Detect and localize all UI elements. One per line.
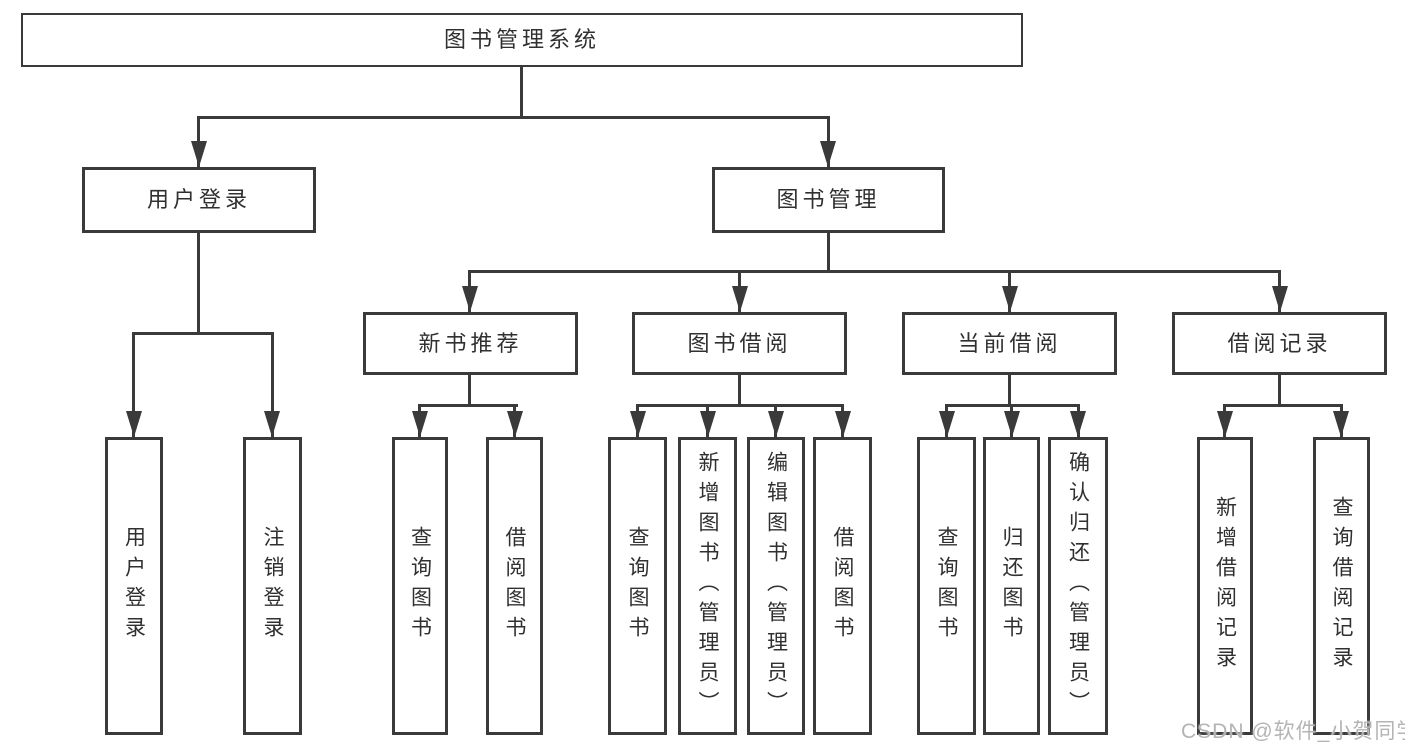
node-label: 借阅图书: [831, 526, 854, 646]
arrow-down-icon: [462, 286, 478, 312]
connector-line: [197, 232, 200, 335]
arrow-down-icon: [264, 411, 280, 437]
connector-line: [1008, 375, 1011, 407]
node-label: 新书推荐: [418, 330, 523, 356]
node-label: 借阅记录: [1227, 330, 1332, 356]
node-label: 用户登录: [146, 187, 251, 212]
node-query-books-recommend: 查询图书: [392, 437, 448, 735]
node-book-management: 图书管理: [712, 167, 945, 233]
connector-line: [468, 270, 1281, 273]
node-label: 查询借阅记录: [1330, 496, 1353, 676]
node-label: 图书管理系统: [443, 27, 600, 52]
node-label: 新增借阅记录: [1213, 496, 1237, 676]
node-label: 当前借阅: [957, 330, 1062, 356]
connector-line: [1278, 375, 1281, 407]
node-new-book-recommend: 新书推荐: [363, 312, 578, 375]
node-logout: 注销登录: [243, 437, 302, 735]
node-query-books-borrowing: 查询图书: [608, 437, 667, 735]
node-label: 图书管理: [776, 187, 881, 212]
node-query-borrow-record: 查询借阅记录: [1313, 437, 1370, 735]
node-label: 编辑图书（管理员）: [764, 451, 788, 721]
arrow-down-icon: [1004, 411, 1020, 437]
arrow-down-icon: [700, 411, 716, 437]
node-label: 用户登录: [122, 526, 146, 646]
arrow-down-icon: [820, 141, 836, 167]
arrow-down-icon: [732, 286, 748, 312]
arrow-down-icon: [835, 411, 851, 437]
node-add-books-admin: 新增图书（管理员）: [678, 437, 737, 735]
connector-line: [132, 332, 274, 335]
connector-line: [1223, 404, 1343, 407]
node-borrowing-records: 借阅记录: [1172, 312, 1387, 375]
node-label: 归还图书: [1000, 526, 1023, 646]
node-book-borrowing: 图书借阅: [632, 312, 847, 375]
node-confirm-return-admin: 确认归还（管理员）: [1048, 437, 1108, 735]
connector-line: [418, 404, 518, 407]
node-user-login-action: 用户登录: [105, 437, 163, 735]
node-label: 查询图书: [408, 526, 432, 646]
node-add-borrow-record: 新增借阅记录: [1197, 437, 1253, 735]
node-return-books: 归还图书: [983, 437, 1040, 735]
arrow-down-icon: [1070, 411, 1086, 437]
arrow-down-icon: [191, 141, 207, 167]
node-label: 查询图书: [626, 526, 649, 646]
node-label: 借阅图书: [503, 526, 526, 646]
node-label: 查询图书: [935, 526, 958, 646]
connector-line: [636, 404, 844, 407]
connector-line: [468, 375, 471, 407]
watermark: CSDN @软件_小贺同学: [1181, 720, 1405, 743]
node-root: 图书管理系统: [21, 13, 1023, 67]
node-label: 确认归还（管理员）: [1066, 451, 1090, 721]
arrow-down-icon: [507, 411, 523, 437]
arrow-down-icon: [126, 411, 142, 437]
arrow-down-icon: [939, 411, 955, 437]
arrow-down-icon: [1272, 286, 1288, 312]
arrow-down-icon: [1002, 286, 1018, 312]
connector-line: [827, 232, 830, 273]
arrow-down-icon: [1333, 411, 1349, 437]
connector-line: [738, 374, 741, 407]
arrow-down-icon: [630, 411, 646, 437]
arrow-down-icon: [412, 411, 428, 437]
arrow-down-icon: [1217, 411, 1233, 437]
node-label: 注销登录: [261, 526, 284, 646]
node-borrow-books-recommend: 借阅图书: [486, 437, 543, 735]
connector-line: [197, 116, 830, 119]
connector-line: [520, 67, 523, 119]
node-current-borrowing: 当前借阅: [902, 312, 1117, 375]
node-query-books-current: 查询图书: [917, 437, 976, 735]
node-borrow-books-borrowing: 借阅图书: [813, 437, 872, 735]
node-user-login: 用户登录: [82, 167, 316, 233]
connector-line: [132, 332, 135, 437]
node-edit-books-admin: 编辑图书（管理员）: [747, 437, 805, 735]
arrow-down-icon: [768, 411, 784, 437]
node-label: 图书借阅: [687, 330, 792, 356]
node-label: 新增图书（管理员）: [696, 451, 719, 721]
connector-line: [271, 332, 274, 437]
